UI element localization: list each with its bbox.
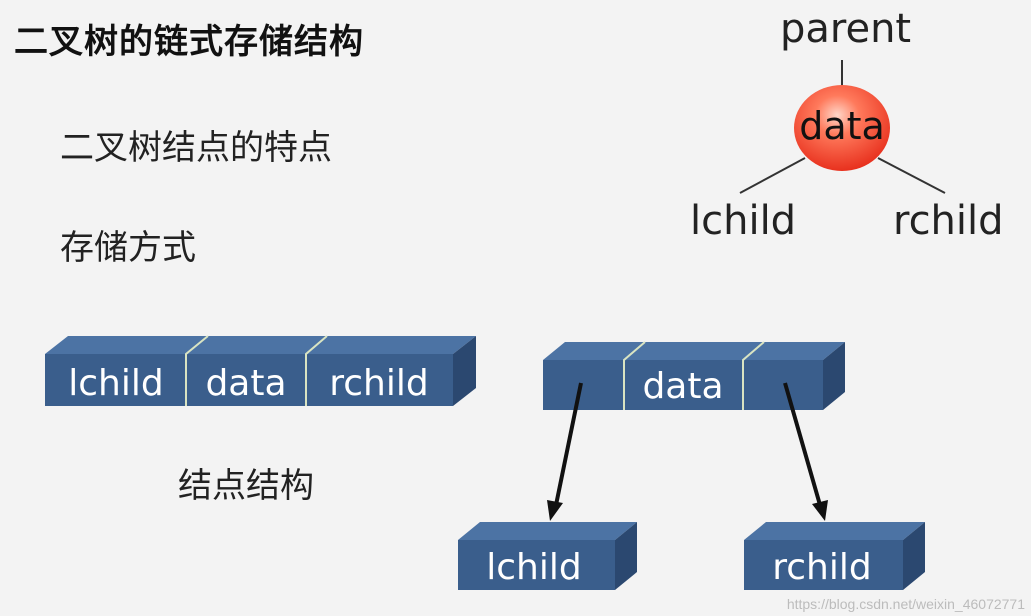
tree-data-label: data: [799, 104, 885, 148]
tree-lchild-label: lchild: [690, 198, 797, 244]
node-structure-divider-1: [185, 335, 209, 406]
tree-parent-label: parent: [780, 6, 912, 52]
right-child-box: rchild: [744, 522, 925, 590]
field-lchild: lchild: [68, 363, 163, 404]
left-child-box: lchild: [458, 522, 637, 590]
item-storage-method: 存储方式: [60, 228, 196, 268]
node-structure-side: [453, 336, 476, 406]
item-node-features: 二叉树结点的特点: [60, 128, 332, 168]
lchild-link: [739, 157, 806, 194]
right-child-side: [903, 522, 925, 590]
right-pointer-arrow: [783, 382, 828, 521]
caption-node-structure: 结点结构: [178, 466, 314, 506]
left-child-front: [458, 540, 615, 590]
field-rchild: rchild: [329, 363, 428, 404]
left-child-top: [458, 522, 637, 540]
example-node-box: data: [543, 341, 845, 410]
rchild-link: [877, 157, 946, 194]
example-field-data: data: [642, 366, 723, 407]
field-data: data: [205, 363, 286, 404]
slide-title: 二叉树的链式存储结构: [14, 22, 364, 62]
data-node-circle: [794, 85, 890, 171]
node-structure-front: [45, 354, 453, 406]
example-node-divider-1: [623, 341, 646, 410]
example-node-divider-2: [742, 341, 765, 410]
left-pointer-arrow: [547, 382, 583, 521]
node-structure-box: lchild data rchild: [45, 335, 476, 406]
watermark: https://blog.csdn.net/weixin_46072771: [786, 596, 1025, 612]
example-node-top: [543, 342, 845, 360]
left-child-label: lchild: [486, 547, 581, 588]
right-child-top: [744, 522, 925, 540]
node-structure-divider-2: [305, 335, 328, 406]
right-child-label: rchild: [772, 547, 871, 588]
example-node-front: [543, 360, 823, 410]
node-structure-top: [45, 336, 476, 354]
right-child-front: [744, 540, 903, 590]
left-child-side: [615, 522, 637, 590]
example-node-side: [823, 342, 845, 410]
tree-rchild-label: rchild: [893, 198, 1004, 244]
